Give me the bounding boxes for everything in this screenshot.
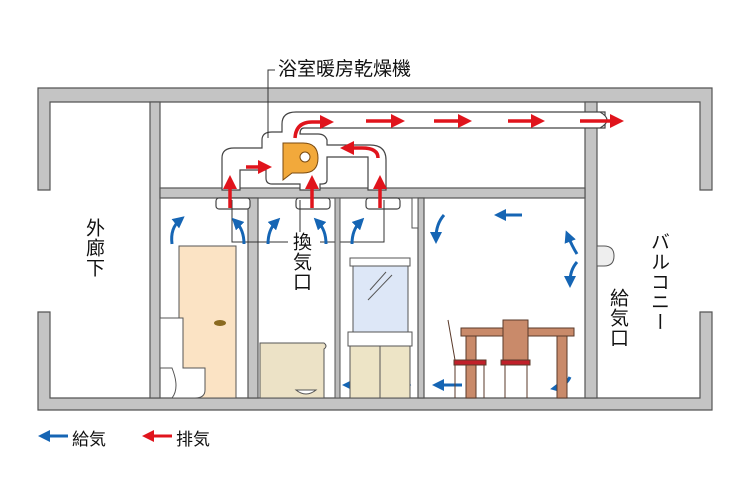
dining-set <box>447 319 575 399</box>
balcony-label: バルコニー <box>648 232 670 332</box>
unit-label: 浴室暖房乾燥機 <box>278 58 412 80</box>
toilet <box>159 317 206 399</box>
corridor-label: 外廊下 <box>83 218 105 278</box>
exhaust-arrows <box>223 114 624 208</box>
vent-label: 換気口 <box>290 232 312 292</box>
legend-supply-label: 給気 <box>72 430 106 450</box>
bathtub <box>259 342 327 399</box>
walls <box>37 87 713 411</box>
fan-icon <box>282 142 319 182</box>
intake-vent <box>596 245 615 267</box>
legend-exhaust-label: 排気 <box>176 430 210 450</box>
intake-label: 給気口 <box>607 288 629 348</box>
legend-supply: 給気 <box>72 425 106 450</box>
legend-exhaust: 排気 <box>176 425 210 450</box>
